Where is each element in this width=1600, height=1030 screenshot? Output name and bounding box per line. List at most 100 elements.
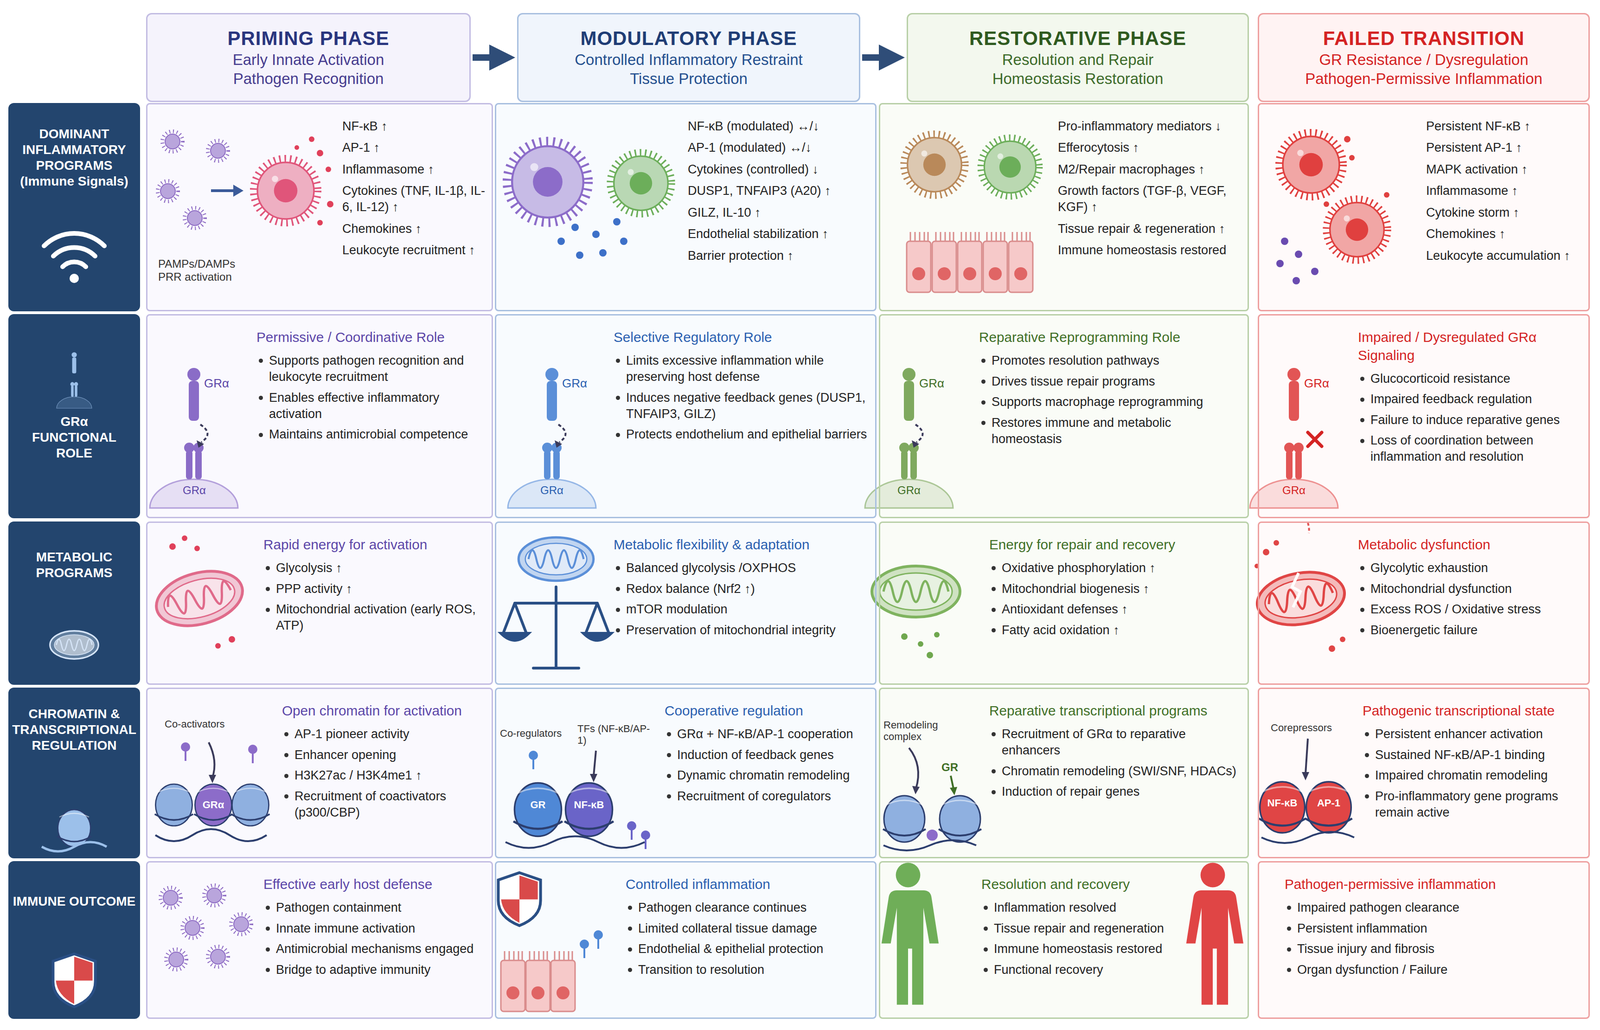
cell-heading: Energy for repair and recovery xyxy=(989,535,1243,554)
signal-item: Chemokines ↑ xyxy=(1426,225,1584,243)
bullet-item: Recruitment of coactivators (p300/CBP) xyxy=(281,787,487,821)
cell-heading: Effective early host defense xyxy=(263,875,487,894)
bullet-item: Recruitment of coregulators xyxy=(664,787,871,805)
figure-label: NF-κB xyxy=(1259,796,1306,809)
phase-cell: Pathogenic transcriptional statePersiste… xyxy=(1257,687,1590,858)
cell-text-area: Pathogenic transcriptional statePersiste… xyxy=(1362,701,1584,856)
panel-fill xyxy=(494,521,877,685)
bullet-item: Glucocorticoid resistance xyxy=(1357,370,1584,387)
cell-heading: Pathogenic transcriptional state xyxy=(1362,701,1584,720)
bullet-item: Pro-inflammatory gene programs remain ac… xyxy=(1362,787,1584,821)
bullet-item: Organ dysfunction / Failure xyxy=(1284,961,1584,978)
signal-item: Persistent NF-κB ↑ xyxy=(1426,118,1584,135)
bullet-item: Enhancer opening xyxy=(281,746,487,763)
panel-fill xyxy=(494,102,877,312)
panel-fill xyxy=(8,687,141,858)
bullet-item: Innate immune activation xyxy=(263,920,487,937)
bullet-item: H3K27ac / H3K4me1 ↑ xyxy=(281,767,487,784)
signal-item: Chemokines ↑ xyxy=(342,220,487,237)
cell-text-area: Pathogen-permissive inflammationImpaired… xyxy=(1284,875,1584,1017)
phase-cell: Pathogen-permissive inflammationImpaired… xyxy=(1257,860,1590,1019)
bullet-item: Antimicrobial mechanisms engaged xyxy=(263,940,487,957)
cell-text-area: NF-κB (modulated) ↔/↓AP-1 (modulated) ↔/… xyxy=(687,118,871,309)
panel-fill xyxy=(494,687,877,858)
signal-item: Leukocyte recruitment ↑ xyxy=(342,242,487,259)
bullet-item: Pathogen clearance continues xyxy=(625,899,871,916)
bullet-item: Impaired feedback regulation xyxy=(1357,390,1584,408)
signal-item: Barrier protection ↑ xyxy=(687,247,871,264)
phase-cell: Persistent NF-κB ↑Persistent AP-1 ↑MAPK … xyxy=(1257,102,1590,312)
bullet-item: Immune homeostasis restored xyxy=(981,940,1182,957)
figure-label: GRα xyxy=(919,376,957,391)
bullet-item: Tissue injury and fibrosis xyxy=(1284,940,1584,957)
phase-arrow xyxy=(862,54,889,61)
row-header-text: GRα FUNCTIONAL ROLE xyxy=(23,413,126,461)
panel-fill xyxy=(8,860,141,1019)
cell-text-area: Permissive / Coordinative RoleSupports p… xyxy=(256,328,487,516)
signal-item: Tissue repair & regeneration ↑ xyxy=(1057,220,1243,237)
cell-heading: Selective Regulatory Role xyxy=(613,328,871,347)
panel-fill xyxy=(146,102,493,312)
figure-label: Co-regulators xyxy=(499,727,579,739)
panel-fill xyxy=(494,860,877,1019)
panel-fill xyxy=(878,687,1249,858)
signal-item: DUSP1, TNFAIP3 (A20) ↑ xyxy=(687,182,871,199)
panel-fill xyxy=(146,860,493,1019)
signal-item: AP-1 ↑ xyxy=(342,139,487,156)
bullet-item: Antioxidant defenses ↑ xyxy=(989,601,1243,618)
signal-item: Inflammasome ↑ xyxy=(342,161,487,178)
signal-item: Leukocyte accumulation ↑ xyxy=(1426,247,1584,264)
figure-label: GR xyxy=(519,798,557,811)
bullet-item: Limited collateral tissue damage xyxy=(625,920,871,937)
signal-item: GILZ, IL-10 ↑ xyxy=(687,204,871,221)
cell-text-area: Pro-inflammatory mediators ↓Efferocytosi… xyxy=(1057,118,1243,309)
bullet-item: PPP activity ↑ xyxy=(263,580,487,597)
row-header-text: DOMINANT INFLAMMATORY PROGRAMS (Immune S… xyxy=(11,126,137,190)
cell-heading: Reparative Reprogramming Role xyxy=(979,328,1243,347)
figure-label: Remodeling complex xyxy=(883,718,954,743)
bullet-item: Glycolytic exhaustion xyxy=(1357,559,1584,576)
bullet-item: Impaired pathogen clearance xyxy=(1284,899,1584,916)
row-header: CHROMATIN & TRANSCRIPTIONAL REGULATION xyxy=(8,687,141,858)
panel-fill xyxy=(8,102,141,312)
figure-label: GRα xyxy=(194,798,232,811)
phase-arrow xyxy=(472,54,500,61)
panel-fill xyxy=(1257,12,1590,103)
panel-fill xyxy=(8,521,141,685)
bullet-item: Dynamic chromatin remodeling xyxy=(664,767,871,784)
bullet-item: Loss of coordination between inflammatio… xyxy=(1357,432,1584,465)
cell-heading: Permissive / Coordinative Role xyxy=(256,328,487,347)
bullet-item: Excess ROS / Oxidative stress xyxy=(1357,601,1584,618)
row-header-text: CHROMATIN & TRANSCRIPTIONAL REGULATION xyxy=(10,705,139,754)
phase-subtitle: Tissue Protection xyxy=(629,69,748,89)
cell-text-area: Energy for repair and recoveryOxidative … xyxy=(989,535,1243,683)
cell-text-area: Resolution and recoveryInflammation reso… xyxy=(981,875,1182,1017)
cell-text-area: NF-κB ↑AP-1 ↑Inflammasome ↑Cytokines (TN… xyxy=(342,118,487,309)
row-header-text: METABOLIC PROGRAMS xyxy=(11,549,137,581)
phase-header: PRIMING PHASEEarly Innate ActivationPath… xyxy=(146,12,471,103)
bullet-item: GRα + NF-κB/AP-1 cooperation xyxy=(664,725,871,743)
panel-fill xyxy=(146,313,493,519)
cell-heading: Controlled inflammation xyxy=(625,875,871,894)
panel-fill xyxy=(494,313,877,519)
signal-item: Cytokines (TNF, IL-1β, IL-6, IL-12) ↑ xyxy=(342,182,487,216)
bullet-item: Bioenergetic failure xyxy=(1357,621,1584,639)
bullet-item: Mitochondrial activation (early ROS, ATP… xyxy=(263,601,487,634)
phase-cell: Open chromatin for activationAP-1 pionee… xyxy=(146,687,493,858)
figure-label: GR xyxy=(941,760,970,774)
bullet-item: Transition to resolution xyxy=(625,961,871,978)
phase-title: FAILED TRANSITION xyxy=(1323,26,1525,51)
phase-cell: Resolution and recoveryInflammation reso… xyxy=(878,860,1249,1019)
bullet-item: Pathogen containment xyxy=(263,899,487,916)
row-header: GRα FUNCTIONAL ROLE xyxy=(8,313,141,519)
cell-text-area: Effective early host defensePathogen con… xyxy=(263,875,487,1017)
cell-text-area: Reparative Reprogramming RolePromotes re… xyxy=(979,328,1243,516)
signal-item: Inflammasome ↑ xyxy=(1426,182,1584,199)
panel-fill xyxy=(878,860,1249,1019)
phase-cell: Pro-inflammatory mediators ↓Efferocytosi… xyxy=(878,102,1249,312)
phase-header: FAILED TRANSITIONGR Resistance / Dysregu… xyxy=(1257,12,1590,103)
phase-cell: Impaired / Dysregulated GRα SignalingGlu… xyxy=(1257,313,1590,519)
bullet-item: Protects endothelium and epithelial barr… xyxy=(613,426,871,443)
phase-cell: Metabolic dysfunctionGlycolytic exhausti… xyxy=(1257,521,1590,685)
phase-cell: Cooperative regulationGRα + NF-κB/AP-1 c… xyxy=(494,687,877,858)
